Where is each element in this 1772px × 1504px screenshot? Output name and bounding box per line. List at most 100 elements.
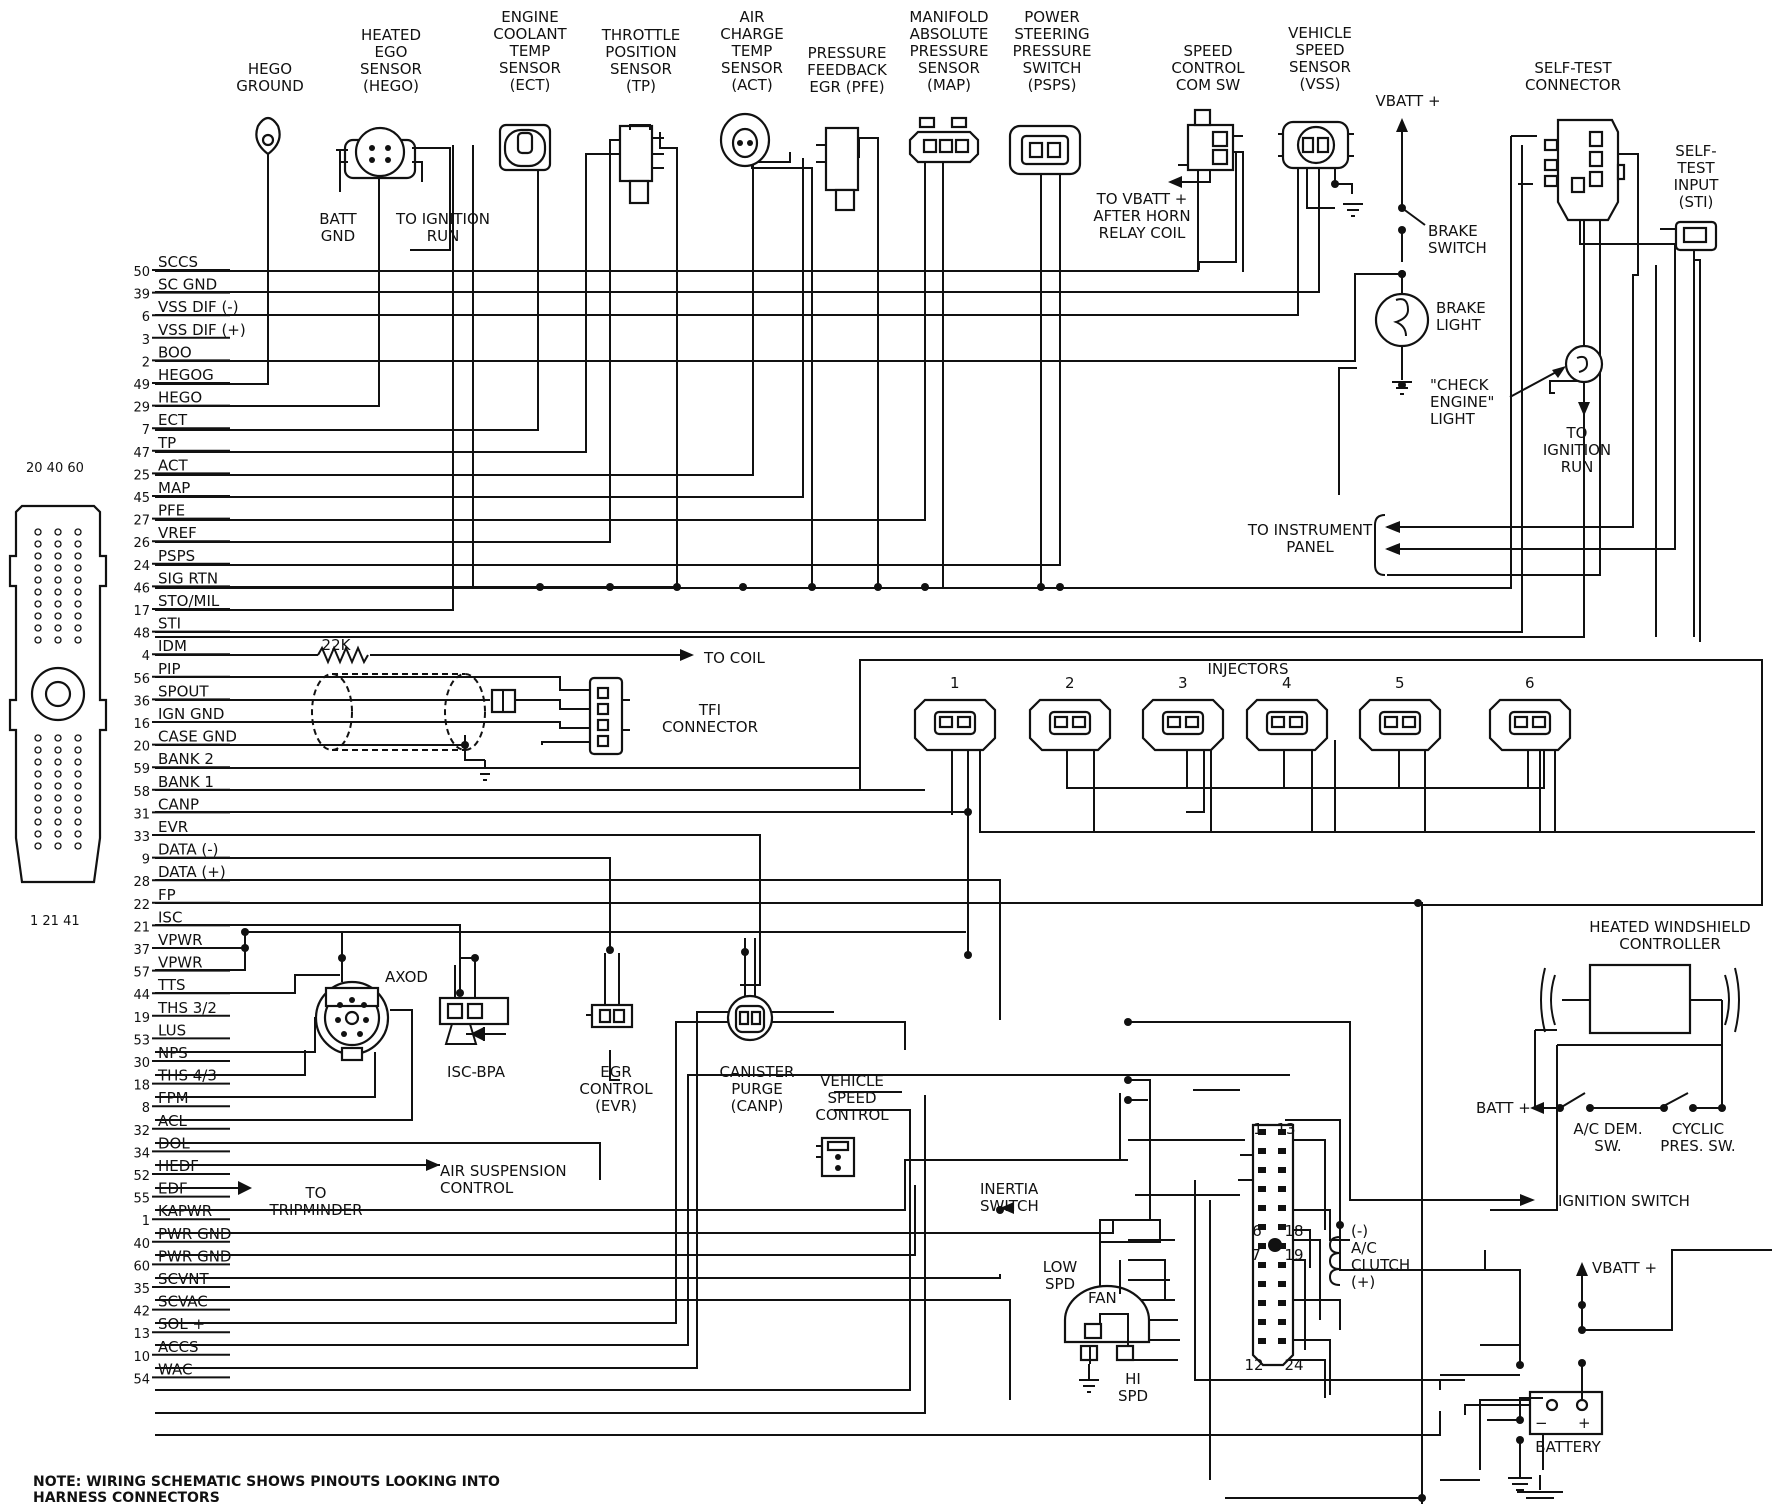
ecu-pin-signal: PIP bbox=[158, 660, 181, 678]
ecu-pin-row: 10 ACCS bbox=[133, 1338, 230, 1365]
label-check-engine: ENGINE" bbox=[1430, 393, 1494, 411]
label-vss: SENSOR bbox=[1289, 58, 1351, 76]
label-ect: TEMP bbox=[509, 42, 551, 60]
label-batt-plus: BATT + bbox=[1476, 1099, 1531, 1117]
self-test-connector bbox=[1543, 118, 1626, 222]
ecu-pin-signal: SOL + bbox=[158, 1315, 205, 1333]
label-hw-controller: CONTROLLER bbox=[1619, 935, 1721, 953]
ecu-pin-number: 10 bbox=[133, 1350, 150, 1365]
ac-clutch-coil bbox=[1328, 1221, 1344, 1286]
injector-number: 3 bbox=[1178, 674, 1188, 692]
ecu-pin-signal: STI bbox=[158, 615, 181, 633]
ecu-pin-signal: IGN GND bbox=[158, 705, 224, 723]
label-map: (MAP) bbox=[927, 76, 971, 94]
ecu-pin-signal: HEGOG bbox=[158, 366, 214, 384]
label-isc-bpa: ISC-BPA bbox=[447, 1063, 506, 1081]
injector-number: 6 bbox=[1525, 674, 1535, 692]
ecu-pin-signal: VSS DIF (+) bbox=[158, 321, 246, 339]
ecu-pin-number: 30 bbox=[133, 1056, 150, 1071]
label-conn-pins-p1: 1 bbox=[1253, 1120, 1263, 1138]
ecu-pin-signal: LUS bbox=[158, 1021, 186, 1039]
ecu-pin-signal: PSPS bbox=[158, 547, 195, 565]
ecu-pin-signal: VPWR bbox=[158, 954, 203, 972]
ecu-pin-number: 48 bbox=[133, 627, 150, 642]
ecu-pin-signal: SCCS bbox=[158, 253, 198, 271]
label-egr-control: EGR bbox=[600, 1063, 632, 1081]
ecu-pin-signal: KAPWR bbox=[158, 1202, 212, 1220]
label-low-spd: SPD bbox=[1045, 1275, 1075, 1293]
ac-demand-switch bbox=[1530, 1102, 1594, 1114]
label-self-test: CONNECTOR bbox=[1525, 76, 1621, 94]
map-sensor bbox=[908, 116, 980, 164]
ecu-pin-number: 27 bbox=[133, 514, 150, 529]
ecu-pin-signal: VSS DIF (-) bbox=[158, 298, 239, 316]
injector-number: 5 bbox=[1395, 674, 1405, 692]
ecu-pin-number: 7 bbox=[142, 423, 150, 438]
ecu-pin-number: 44 bbox=[133, 988, 150, 1003]
label-brake-light: BRAKE bbox=[1436, 299, 1486, 317]
label-vsc: VEHICLE bbox=[820, 1072, 884, 1090]
label-tripminder: TO bbox=[305, 1184, 327, 1202]
egr-control-solenoid bbox=[586, 946, 634, 1029]
ecu-pin-number: 13 bbox=[133, 1327, 150, 1342]
ecu-pin-signal: ECT bbox=[158, 411, 188, 429]
air-suspension-arrow bbox=[426, 1159, 440, 1171]
ecu-pin-signal: TTS bbox=[157, 976, 186, 994]
ecu-pin-number: 54 bbox=[133, 1372, 150, 1387]
label-ac-clutch: CLUTCH bbox=[1351, 1256, 1410, 1274]
label-cyclic: PRES. SW. bbox=[1660, 1137, 1735, 1155]
ecu-connector: 20 40 60 1 21 41 bbox=[8, 461, 108, 929]
label-hego-sensor: HEATED bbox=[361, 26, 421, 44]
ecu-pin-signal: ACCS bbox=[158, 1338, 198, 1356]
label-batt-gnd: BATT bbox=[319, 210, 357, 228]
label-vss: VEHICLE bbox=[1288, 24, 1352, 42]
label-vss: (VSS) bbox=[1299, 75, 1340, 93]
ecu-pin-number: 37 bbox=[133, 943, 150, 958]
label-conn-pins-p13: 13 bbox=[1276, 1120, 1295, 1138]
label-act: AIR bbox=[739, 8, 764, 26]
ecu-pin-signal: BOO bbox=[158, 343, 192, 361]
label-injectors: INJECTORS bbox=[1208, 660, 1289, 678]
injector-3 bbox=[1141, 698, 1225, 752]
ecu-pin-number: 59 bbox=[133, 762, 150, 777]
ecu-pin-signal: PWR GND bbox=[158, 1247, 231, 1265]
label-to-instrument: TO INSTRUMENT bbox=[1247, 521, 1373, 539]
label-ect: (ECT) bbox=[510, 76, 551, 94]
label-inertia: SWITCH bbox=[980, 1197, 1039, 1215]
tripminder-arrow bbox=[230, 1181, 252, 1195]
injector-6 bbox=[1488, 698, 1572, 752]
ecu-pin-number: 29 bbox=[133, 401, 150, 416]
label-ect: COOLANT bbox=[493, 25, 567, 43]
ecu-pin-number: 52 bbox=[133, 1169, 150, 1184]
ecu-pin-signal: DATA (+) bbox=[158, 863, 226, 881]
ecu-pin-number: 2 bbox=[142, 355, 150, 370]
label-conn-pins-p6: 6 bbox=[1252, 1222, 1262, 1240]
ecu-pin-number: 57 bbox=[133, 966, 150, 981]
ecu-pin-signal: IDM bbox=[158, 637, 187, 655]
injector-number: 4 bbox=[1282, 674, 1292, 692]
fan-motor-connector bbox=[1063, 1260, 1151, 1393]
label-tripminder: TRIPMINDER bbox=[268, 1201, 362, 1219]
label-hi-spd: HI bbox=[1125, 1370, 1141, 1388]
ecu-pin-signal: SPOUT bbox=[158, 682, 209, 700]
ecu-pin-number: 31 bbox=[133, 807, 150, 822]
label-hego-sensor: SENSOR bbox=[360, 60, 422, 78]
ecu-pin-signal: BANK 2 bbox=[158, 750, 214, 768]
label-vbatt-bot: VBATT + bbox=[1592, 1259, 1657, 1277]
label-map: PRESSURE bbox=[910, 42, 989, 60]
label-brake-switch: BRAKE bbox=[1428, 222, 1478, 240]
label-psps: STEERING bbox=[1014, 25, 1089, 43]
ecu-pin-number: 42 bbox=[133, 1305, 150, 1320]
ecu-pin-number: 16 bbox=[133, 717, 150, 732]
ecu-pin-number: 26 bbox=[133, 536, 150, 551]
ecu-pin-number: 35 bbox=[133, 1282, 150, 1297]
ecu-pin-number: 50 bbox=[133, 265, 150, 280]
label-check-engine: LIGHT bbox=[1430, 410, 1476, 428]
ecu-pin-number: 24 bbox=[133, 559, 150, 574]
label-ac-dem: SW. bbox=[1594, 1137, 1621, 1155]
